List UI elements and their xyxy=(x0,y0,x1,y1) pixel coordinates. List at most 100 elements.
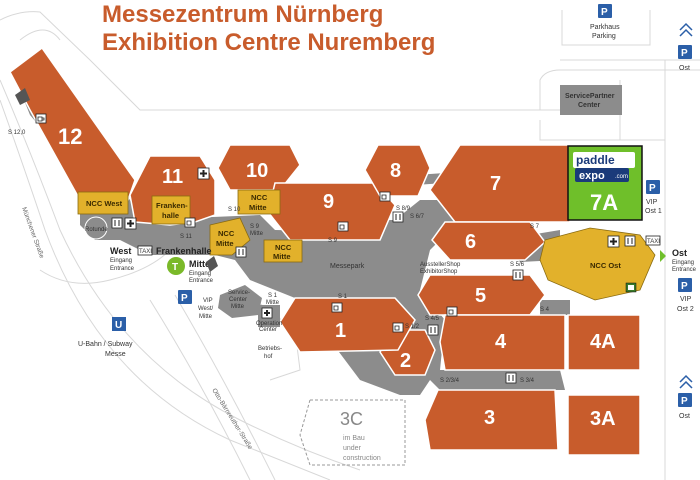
service-center-line3: Mitte xyxy=(231,304,245,310)
first-aid-icon xyxy=(197,167,210,180)
hall-1-label: 1 xyxy=(335,320,346,342)
parking-vip-ost1[interactable]: P VIP Ost 1 xyxy=(645,180,662,215)
first-aid-icon xyxy=(124,217,137,230)
stair-s1m: S 1 xyxy=(268,293,278,299)
parking-vip-ost2-line1: VIP xyxy=(680,296,692,303)
hall-7[interactable]: 7 xyxy=(429,144,571,223)
stair-s9a: S 9 xyxy=(250,224,260,230)
parking-ost-bottom[interactable]: P Ost xyxy=(678,374,693,420)
hall-7a[interactable]: paddle expo .com 7A xyxy=(567,145,643,221)
entrance-arrow-icon xyxy=(206,256,218,272)
restaurant-icon xyxy=(111,217,123,229)
restaurant-icon xyxy=(427,324,439,336)
stair-s12b: S 1/2 xyxy=(405,324,420,330)
parking-vip-ost1-line1: VIP xyxy=(646,199,658,206)
ncc-mitte-right[interactable]: NCC Mitte xyxy=(263,239,303,263)
ncc-mitte-left[interactable]: NCC Mitte xyxy=(209,217,251,256)
messepark-label: Messepark xyxy=(330,263,365,270)
stair-s45: S 4/5 xyxy=(425,316,440,322)
entrance-mitte-name: Mitte xyxy=(189,259,210,269)
entrance-mitte-circle: T xyxy=(172,262,178,273)
coffee-icon xyxy=(446,306,458,317)
parkhaus-parking[interactable]: P Parkhaus Parking xyxy=(590,4,620,40)
hall-3-label: 3 xyxy=(484,407,495,429)
hall-10-label: 10 xyxy=(246,160,268,182)
ncc-ost-label: NCC Ost xyxy=(590,261,621,270)
hall-8[interactable]: 8 xyxy=(364,144,431,197)
ubahn-symbol: U xyxy=(115,320,122,331)
stair-s9-mitte: Mitte xyxy=(250,231,264,237)
parking-vip-west[interactable]: P VIP West/ Mitte xyxy=(178,290,214,320)
aussteller-shop-line1: AusstellerShop xyxy=(420,262,461,268)
stair-s7: S 7 xyxy=(530,224,540,230)
parkhaus-p-symbol: P xyxy=(601,7,608,18)
stair-s12: S 12,0 xyxy=(8,130,26,136)
hall-3a-label: 3A xyxy=(590,408,616,430)
hall-4[interactable]: 4 xyxy=(439,314,566,371)
hall-8-label: 8 xyxy=(390,160,401,182)
stair-s1m-mitte: Mitte xyxy=(266,300,280,306)
ncc-mitte-upper[interactable]: NCC Mitte xyxy=(237,189,281,215)
ncc-ost[interactable]: NCC Ost xyxy=(539,227,656,301)
entrance-west-name: West xyxy=(110,246,131,256)
hall-3a[interactable]: 3A xyxy=(567,394,641,456)
stair-s234: S 2/3/4 xyxy=(440,378,460,384)
title-line2: Exhibition Centre Nuremberg xyxy=(102,29,435,56)
parkhaus-line1: Parkhaus xyxy=(590,24,620,31)
coffee-icon xyxy=(331,302,343,313)
hall-6[interactable]: 6 xyxy=(431,221,547,261)
taxi-west: TAXI xyxy=(137,245,153,256)
ncc-mitte-left-line2: Mitte xyxy=(216,239,234,248)
parking-vip-ost1-line2: Ost 1 xyxy=(645,208,662,215)
parking-vip-west-symbol: P xyxy=(181,293,188,304)
parking-vip-ost2-symbol: P xyxy=(681,281,688,292)
stair-s11: S 11 xyxy=(180,234,193,240)
entrance-mitte[interactable]: T Mitte Eingang Entrance xyxy=(167,257,214,284)
hall-10[interactable]: 10 xyxy=(217,144,301,191)
stair-s67: S 6/7 xyxy=(410,214,425,220)
restaurant-icon xyxy=(392,211,404,223)
restaurant-icon xyxy=(512,269,524,281)
stair-s1: S 1 xyxy=(338,294,348,300)
entrance-west[interactable]: West Eingang Entrance xyxy=(110,246,135,272)
coffee-icon xyxy=(337,221,349,232)
title-line1: Messezentrum Nürnberg xyxy=(102,1,383,28)
ncc-west-label: NCC West xyxy=(86,199,123,208)
hall-6-label: 6 xyxy=(465,231,476,253)
hall-5[interactable]: 5 xyxy=(417,274,546,316)
ubahn-line1: U-Bahn / Subway xyxy=(78,341,133,348)
restaurant-icon xyxy=(624,235,636,247)
hall-3c-status3: construction xyxy=(343,455,381,462)
parking-ost-bottom-label: Ost xyxy=(679,413,690,420)
service-center-line1: Service- xyxy=(228,290,250,296)
parking-ost-top[interactable]: P Ost xyxy=(678,22,693,72)
operation-center[interactable]: Operation Center xyxy=(256,305,282,333)
stair-s4: S 4 xyxy=(540,307,550,313)
stair-s9b: S 9 xyxy=(328,238,338,244)
entrance-ost-name: Ost xyxy=(672,248,687,258)
hall-4a-label: 4A xyxy=(590,331,616,353)
hall-9-label: 9 xyxy=(323,191,334,213)
rotunde[interactable]: Rotunde xyxy=(84,216,108,240)
hall-4a[interactable]: 4A xyxy=(567,314,641,371)
hall-3c[interactable]: 3C im Bau under construction xyxy=(299,399,406,466)
ncc-west[interactable]: NCC West xyxy=(77,191,129,215)
ncc-mitte-right-line2: Mitte xyxy=(273,252,291,261)
service-center-mitte[interactable]: Service- Center Mitte xyxy=(218,285,262,318)
betriebshof-line2: hof xyxy=(264,354,273,360)
hall-9[interactable]: 9 xyxy=(267,182,396,241)
parkhaus-line2: Parking xyxy=(592,33,616,40)
coffee-icon xyxy=(35,113,47,124)
frankenhalle-box[interactable]: Franken- halle xyxy=(151,195,191,225)
hall-5-label: 5 xyxy=(475,285,486,307)
ubahn-station[interactable]: U U-Bahn / Subway Messe xyxy=(78,317,133,358)
stair-s89: S 8/9 xyxy=(396,206,411,212)
paddle-logo-line1: paddle xyxy=(576,153,615,167)
entrance-ost[interactable]: Ost Eingang Entrance xyxy=(660,248,697,273)
servicepartner-center[interactable]: ServicePartner Center xyxy=(560,85,622,115)
hall-3[interactable]: 3 xyxy=(424,389,559,451)
parking-vip-ost2[interactable]: P VIP Ost 2 xyxy=(677,278,694,313)
road-network xyxy=(0,10,700,480)
parking-vip-west-line3: Mitte xyxy=(199,314,213,320)
taxi-ost-label: TAXI xyxy=(647,239,660,245)
